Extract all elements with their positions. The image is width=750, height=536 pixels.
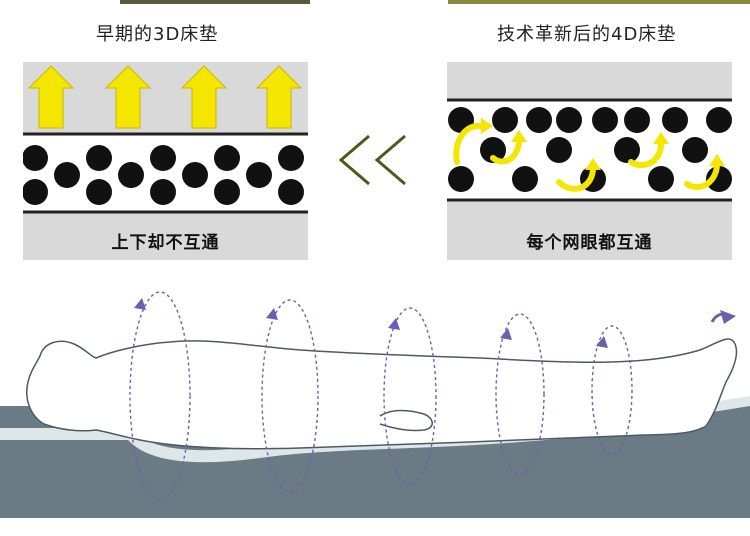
airflow-arrowheads [134, 298, 736, 348]
outflow-arrow-icon [710, 312, 731, 323]
right-title: 技术革新后的4D床垫 [497, 24, 677, 45]
airflow-loops [129, 291, 633, 501]
right-panel-diagram [447, 98, 732, 202]
up-arrow-icon [255, 65, 303, 129]
right-caption: 每个网眼都互通 [526, 233, 653, 253]
yellow-up-arrows [27, 65, 303, 129]
left-panel-diagram [23, 65, 308, 214]
double-chevron-left-icon [338, 134, 406, 186]
top-strip-right [448, 0, 750, 4]
body-on-mattress-illustration [0, 291, 750, 518]
hand-outline [379, 409, 433, 432]
left-title: 早期的3D床垫 [96, 24, 219, 45]
flow-arrowheads [481, 118, 725, 170]
top-strip-left [120, 0, 310, 4]
up-arrow-icon [104, 65, 152, 129]
body-outline [26, 338, 738, 450]
up-arrow-icon [180, 65, 228, 129]
up-arrow-icon [27, 65, 75, 129]
mesh-balls [23, 145, 304, 205]
left-panel-3d-mattress: 上下却不互通 [23, 62, 308, 260]
mesh-balls [448, 107, 732, 192]
yellow-flow-arrows [453, 122, 720, 192]
left-caption: 上下却不互通 [111, 233, 220, 253]
right-panel-4d-mattress: 每个网眼都互通 [447, 62, 732, 260]
